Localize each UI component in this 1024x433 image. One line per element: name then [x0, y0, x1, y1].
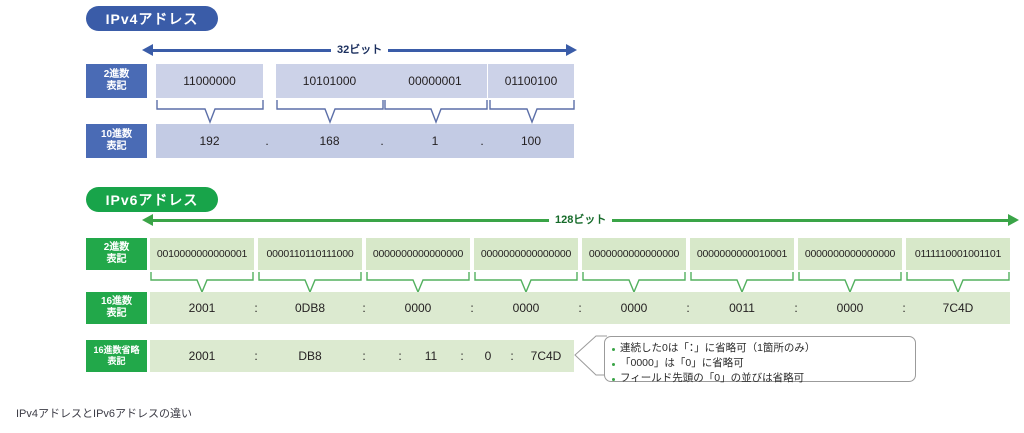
ipv6-shortened-token: : [398, 349, 402, 363]
ipv4-decimal-octet: 192 [199, 134, 220, 148]
ipv6-shortened-token: : [362, 349, 366, 363]
abbreviation-rule-item: 「0000」は「0」に省略可 [611, 356, 908, 371]
ipv6-shortened-band [150, 340, 574, 372]
ipv6-binary-row-label-line2: 表記 [106, 254, 127, 265]
ipv4-decimal-octet: 1 [431, 134, 439, 148]
ipv6-hex-group: 0000 [512, 301, 540, 315]
abbreviation-rules-callout: 連続した0は「：」に省略可（1箇所のみ） 「0000」は「0」に省略可 フィール… [604, 336, 916, 384]
ipv6-shortened-token: 11 [424, 349, 438, 363]
ipv4-decimal-octet: 100 [520, 134, 542, 148]
ipv6-separator-colon: : [686, 301, 690, 315]
ipv4-binary-row-label-line2: 表記 [106, 81, 127, 92]
ipv6-hex-group: 2001 [188, 301, 216, 315]
ipv4-width-label: 32ビット [337, 43, 383, 56]
arrow-head-left-icon [142, 214, 153, 226]
arrow-line-right [388, 48, 567, 52]
ipv6-hex-band [150, 292, 1010, 324]
arrow-line-left [153, 48, 331, 52]
ipv6-width-label: 128ビット [555, 213, 607, 226]
ipv6-binary-group: 0000000000000000 [798, 238, 902, 270]
ipv4-brace-icon [276, 100, 384, 124]
ipv6-separator-colon: : [578, 301, 582, 315]
ipv4-separator-dot: . [380, 134, 384, 148]
ipv6-binary-group: 0000000000000000 [474, 238, 578, 270]
callout-connector-icon [574, 335, 607, 376]
ipv4-brace-icon [156, 100, 264, 124]
ipv6-binary-group: 0000000000000000 [582, 238, 686, 270]
ipv6-binary-row-label: 2進数 表記 [86, 238, 147, 270]
ipv6-separator-colon: : [254, 301, 258, 315]
ipv6-shortened-token: : [254, 349, 258, 363]
abbreviation-rule-item: フィールド先頭の「0」の並びは省略可 [611, 371, 908, 386]
arrow-head-right-icon [566, 44, 578, 56]
ipv4-separator-dot: . [265, 134, 269, 148]
ipv6-separator-colon: : [902, 301, 906, 315]
ipv6-separator-colon: : [794, 301, 798, 315]
ipv6-binary-group: 0000110110111000 [258, 238, 362, 270]
ipv6-shortened-row-label: 16進数省略 表記 [86, 340, 147, 372]
ipv6-binary-group: 0000000000000000 [366, 238, 470, 270]
ipv4-binary-octet: 10101000 [276, 64, 383, 98]
arrow-head-left-icon [142, 44, 153, 56]
ipv6-shortened-row-label-line1: 16進数省略 [93, 345, 140, 356]
ipv4-binary-octet: 01100100 [488, 64, 574, 98]
arrow-head-right-icon [1008, 214, 1020, 226]
ipv4-binary-octet: 00000001 [383, 64, 487, 98]
ipv6-title-pill: IPv6アドレス [86, 187, 218, 212]
ipv6-shortened-token: DB8 [298, 349, 322, 363]
ipv4-width-arrow: 32ビット [142, 43, 578, 57]
ipv4-binary-octet: 11000000 [156, 64, 263, 98]
ipv4-brace-icon [489, 100, 575, 124]
ipv6-hex-group: 0011 [729, 301, 755, 315]
ipv6-hex-group: 0000 [404, 301, 432, 315]
ipv6-shortened-token: 2001 [188, 349, 216, 363]
ipv4-decimal-octet: 168 [319, 134, 340, 148]
ipv6-hex-row-label: 16進数 表記 [86, 292, 147, 324]
ipv4-decimal-row-label-line1: 10進数 [100, 129, 133, 141]
ipv6-width-arrow: 128ビット [142, 213, 1020, 227]
ipv6-binary-group: 0010000000000001 [150, 238, 254, 270]
ipv6-binary-row-label-line1: 2進数 [103, 242, 130, 254]
ipv4-decimal-row-label-line2: 表記 [106, 141, 127, 152]
ipv4-title-pill: IPv4アドレス [86, 6, 218, 31]
ipv6-hex-row-label-line2: 表記 [106, 308, 127, 319]
ipv6-shortened-token: 0 [484, 349, 492, 363]
ipv6-shortened-token: : [510, 349, 514, 363]
ipv4-brace-icon [384, 100, 488, 124]
abbreviation-rule-item: 連続した0は「：」に省略可（1箇所のみ） [611, 341, 908, 356]
ipv6-hex-group: 0DB8 [294, 301, 326, 315]
arrow-line-left [153, 218, 549, 222]
ipv6-shortened-token: : [460, 349, 464, 363]
ipv6-separator-colon: : [362, 301, 366, 315]
ipv6-hex-row-label-line1: 16進数 [100, 296, 133, 308]
ipv6-binary-group: 0111110001001101 [906, 238, 1010, 270]
ipv4-decimal-band [156, 124, 574, 158]
ipv6-hex-group: 0000 [836, 301, 864, 315]
ipv4-binary-row-label-line1: 2進数 [103, 69, 130, 81]
ipv6-hex-group: 0000 [620, 301, 648, 315]
arrow-line-right [612, 218, 1009, 222]
ipv6-shortened-row-label-line2: 表記 [107, 356, 126, 366]
ipv4-separator-dot: . [480, 134, 484, 148]
abbreviation-rules-list: 連続した0は「：」に省略可（1箇所のみ） 「0000」は「0」に省略可 フィール… [611, 341, 908, 387]
ipv6-binary-group: 0000000000010001 [690, 238, 794, 270]
ipv4-binary-row-label: 2進数 表記 [86, 64, 147, 98]
ipv6-shortened-token: 7C4D [530, 349, 562, 363]
ipv6-separator-colon: : [470, 301, 474, 315]
ipv6-hex-group: 7C4D [942, 301, 974, 315]
figure-caption: IPv4アドレスとIPv6アドレスの違い [16, 408, 193, 420]
ipv4-decimal-row-label: 10進数 表記 [86, 124, 147, 158]
